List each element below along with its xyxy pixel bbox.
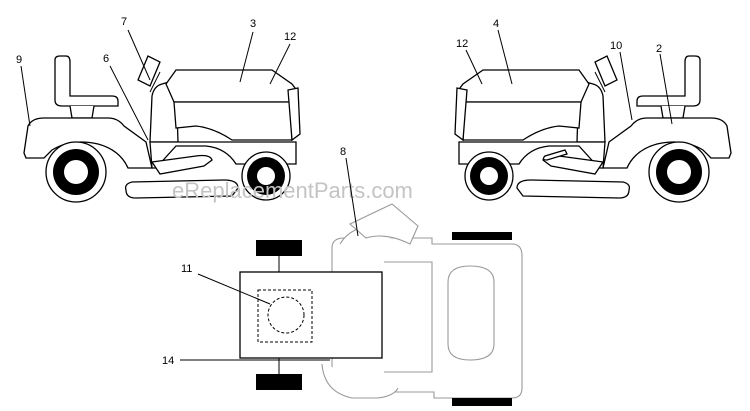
leader-12b [465, 49, 483, 85]
left-steering-wheel [137, 55, 161, 87]
top-view-floor [384, 261, 433, 373]
leader-12a [269, 43, 291, 85]
callout-labels: 9 7 6 3 12 12 4 10 2 8 11 14 [16, 16, 662, 367]
top-rear-tire-top [452, 232, 512, 240]
callout-12-right: 12 [456, 38, 468, 50]
callout-10: 10 [610, 40, 622, 52]
top-view-tractor [239, 203, 523, 406]
left-tractor [23, 55, 301, 203]
left-rear-hub [64, 160, 88, 184]
callout-14: 14 [162, 355, 174, 367]
leader-7 [127, 29, 151, 81]
left-seat [54, 55, 119, 107]
callout-4: 4 [493, 18, 499, 30]
top-view-decal-area [257, 289, 313, 343]
leader-9 [20, 65, 31, 127]
left-grille [287, 87, 301, 142]
leader-2 [659, 53, 673, 125]
top-view-hood [239, 271, 383, 359]
left-steering-column [149, 71, 161, 93]
top-view-chute [349, 203, 419, 245]
callout-2: 2 [656, 43, 662, 55]
top-rear-tire-bottom [452, 398, 512, 406]
callout-11: 11 [181, 263, 192, 275]
callout-8: 8 [340, 146, 346, 158]
left-seat-post [69, 105, 95, 119]
callout-12-left: 12 [284, 31, 296, 43]
leader-lines [20, 29, 673, 361]
right-tractor [454, 55, 732, 203]
left-mower-deck [124, 179, 239, 199]
leader-11 [197, 273, 271, 305]
left-hood [165, 69, 299, 103]
leader-8 [345, 157, 359, 237]
left-hood-side [173, 101, 293, 141]
left-front-hub [257, 167, 275, 185]
callout-7: 7 [121, 16, 127, 28]
top-view-decal-circle [267, 296, 305, 334]
callout-9: 9 [16, 54, 22, 66]
top-view-seat [447, 265, 495, 361]
callout-6: 6 [103, 53, 109, 65]
callout-3: 3 [250, 18, 256, 30]
leader-10 [619, 51, 633, 121]
leader-4 [497, 29, 513, 85]
leader-6 [109, 65, 149, 141]
top-view-deck-rear [321, 363, 399, 399]
top-front-tire-top [256, 240, 302, 256]
left-footrest [150, 154, 213, 175]
top-front-tire-bottom [256, 374, 302, 390]
watermark: eReplacementParts.com [172, 178, 413, 203]
leader-3 [239, 31, 254, 83]
